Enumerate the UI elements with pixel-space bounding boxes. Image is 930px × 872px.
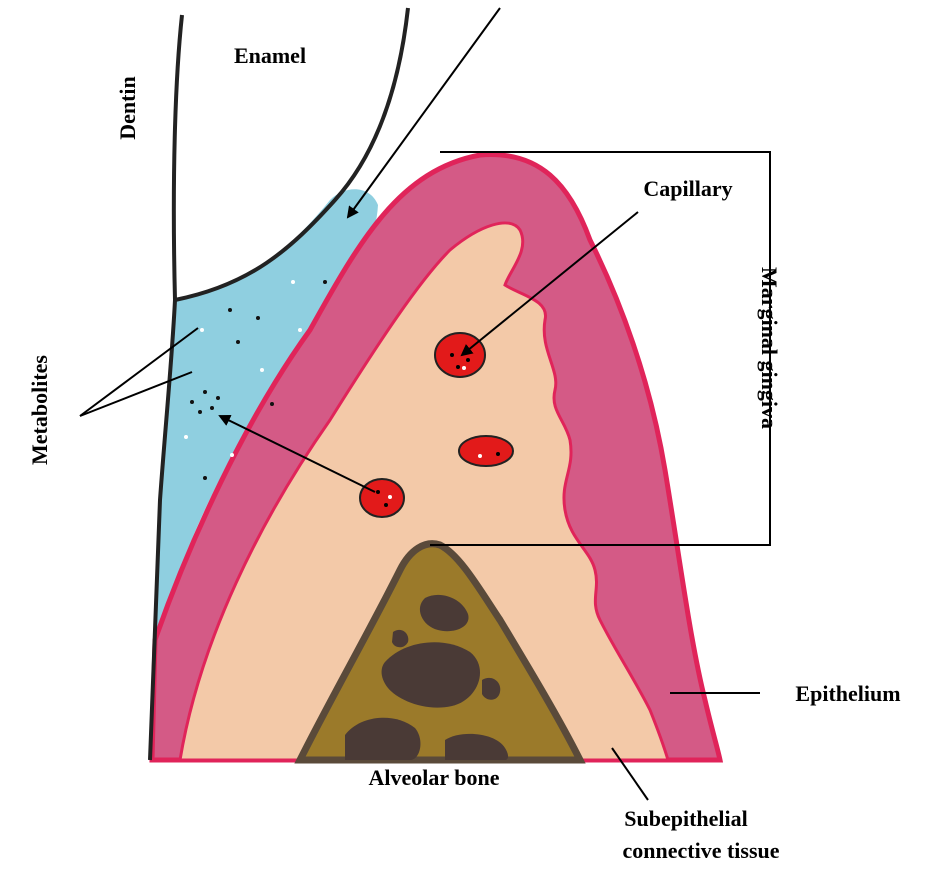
label-epithelium: Epithelium <box>795 681 900 706</box>
label-alveolar-bone: Alveolar bone <box>369 765 500 790</box>
label-marginal-gingiva: Marginal gingiva <box>757 267 782 429</box>
capillary-lower <box>360 479 404 517</box>
label-subepithelial: Subepithelial <box>624 806 747 831</box>
label-capillary: Capillary <box>643 176 732 201</box>
capillary-upper <box>435 333 485 377</box>
label-connective-tissue: connective tissue <box>622 838 779 863</box>
capillary-middle <box>459 436 513 466</box>
label-dentin: Dentin <box>115 76 140 140</box>
label-metabolites: Metabolites <box>27 355 52 465</box>
label-enamel: Enamel <box>234 43 306 68</box>
